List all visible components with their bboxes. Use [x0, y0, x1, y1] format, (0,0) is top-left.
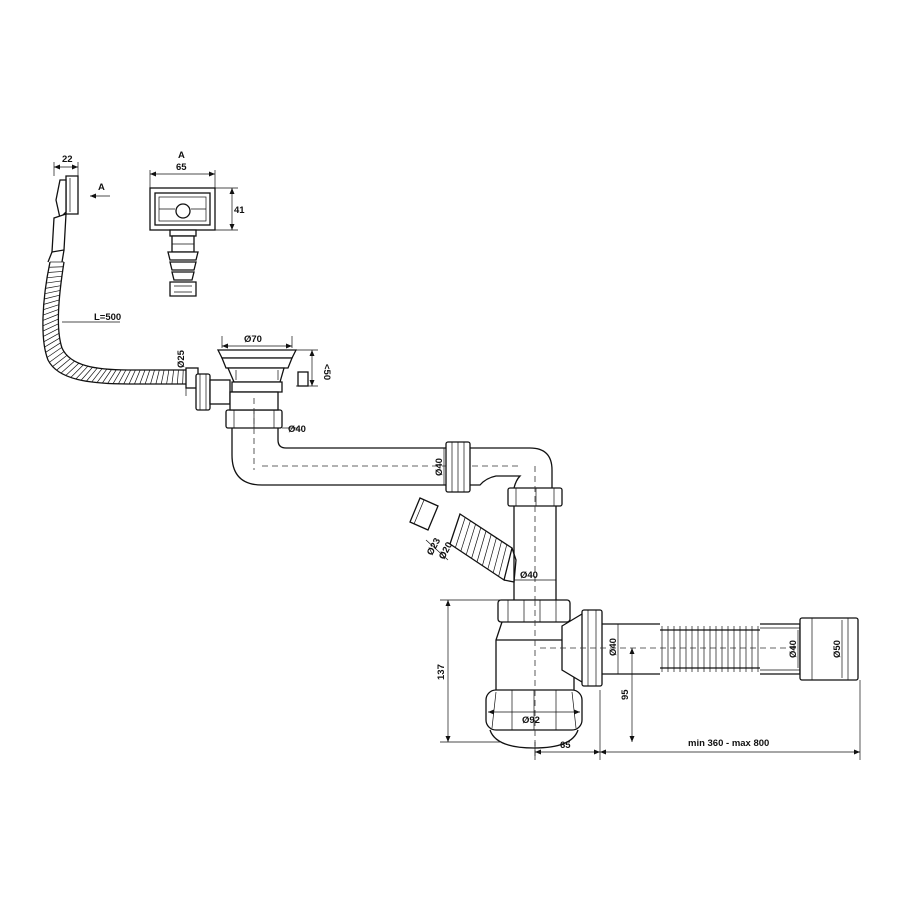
grid-diameter-label: Ø70 — [244, 334, 262, 345]
overflow-head — [47, 175, 79, 263]
pipe-diameter-label: Ø40 — [434, 458, 445, 476]
view-a-arrow: A — [90, 182, 110, 199]
overflow-width-label: 22 — [62, 154, 73, 165]
outlet-height-dimension: 95 — [620, 648, 635, 742]
trap-outlet-diameter-label: Ø40 — [608, 638, 619, 656]
end-diameter-label: Ø50 — [832, 640, 843, 658]
outlet-height-label: 95 — [620, 689, 631, 700]
overflow-diameter-label: Ø25 — [176, 349, 187, 368]
overflow-diameter-dimension: Ø25 — [176, 349, 187, 396]
length-range-label: min 360 - max 800 — [688, 738, 769, 749]
flex-diameter-dimension: Ø40 — [788, 630, 799, 668]
bowl-diameter-dimension: Ø92 — [488, 709, 580, 726]
trap-outlet-diameter-dimension: Ø40 — [608, 624, 619, 674]
offset-dimension: 65 — [534, 690, 601, 760]
outlet-diameter-dimension: Ø40 — [282, 424, 306, 435]
pipe-diameter-dimension: Ø40 — [434, 448, 445, 485]
view-a: A 65 41 — [149, 150, 245, 297]
flex-diameter-label: Ø40 — [788, 640, 799, 658]
view-height-label: 41 — [234, 205, 245, 216]
end-diameter-dimension: Ø50 — [832, 620, 843, 678]
hose-length-label: L=500 — [94, 312, 121, 323]
view-a-title: A — [178, 150, 185, 161]
outlet-diameter-label: Ø40 — [288, 424, 306, 435]
riser-tee — [507, 466, 563, 600]
overflow-width-dimension: 22 — [53, 154, 79, 176]
sink-grid: Ø70 <50 — [216, 334, 332, 393]
length-range-dimension: min 360 - max 800 — [600, 680, 861, 760]
offset-width-label: 65 — [560, 740, 571, 751]
riser-diameter-label: Ø40 — [520, 570, 538, 581]
horizontal-pipe — [231, 398, 553, 493]
trap-outlet — [540, 609, 860, 687]
trap-height-dimension: 137 — [436, 599, 500, 743]
bowl-diameter-label: Ø92 — [522, 715, 540, 726]
overflow-connector — [185, 367, 231, 411]
trap-height-label: 137 — [436, 664, 447, 680]
view-arrow-label: A — [98, 182, 105, 193]
grid-height-label: <50 — [321, 364, 332, 380]
flex-drain-hose — [660, 617, 859, 681]
overflow-hose — [42, 261, 189, 385]
hose-length-callout: L=500 — [62, 312, 121, 323]
view-width-label: 65 — [176, 162, 187, 173]
side-inlet — [409, 497, 517, 583]
